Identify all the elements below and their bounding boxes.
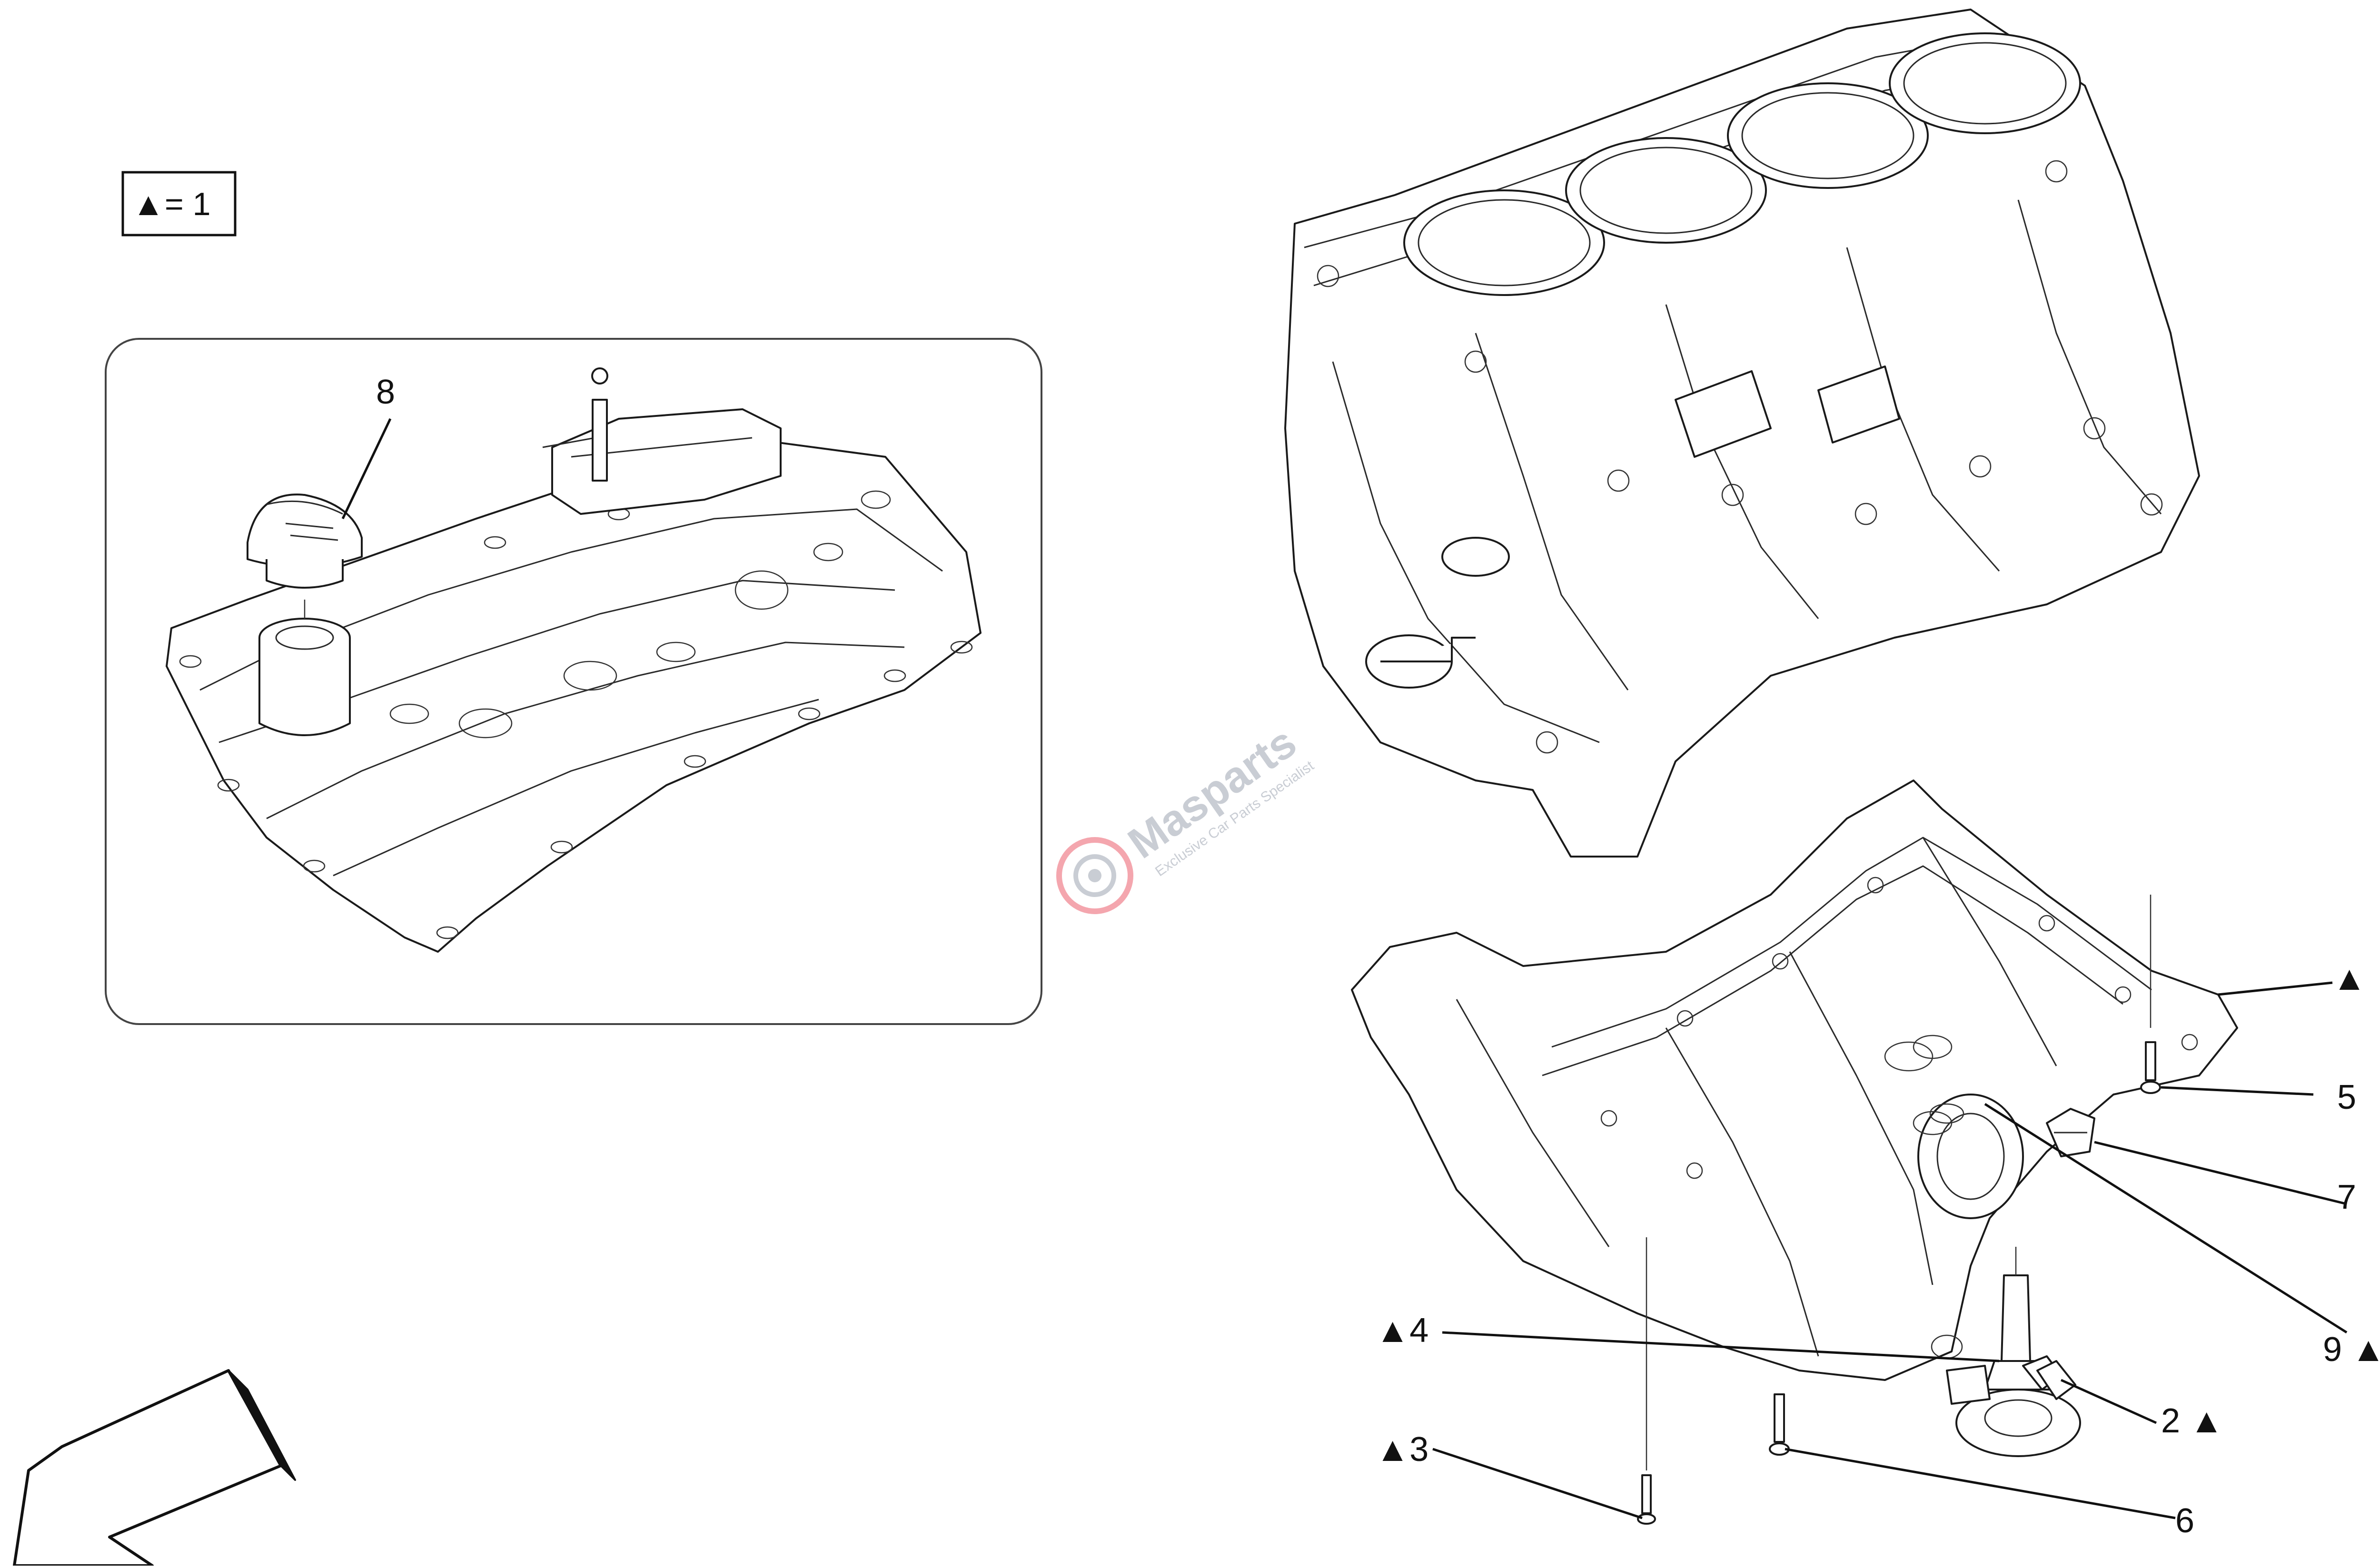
bolt-5	[2140, 895, 2161, 1094]
watermark: Masparts Exclusive Car Parts Specialist	[1056, 718, 1317, 914]
callout-7: 7	[2337, 1178, 2356, 1216]
bolt-6	[1769, 1393, 1790, 1456]
engine-block	[1284, 9, 2200, 858]
legend-text: = 1	[165, 186, 210, 222]
callout-2: 2 ▲	[2161, 1402, 2223, 1440]
valve-cover	[166, 367, 982, 953]
callout-triangle: ▲	[2332, 959, 2366, 997]
inset-panel	[105, 338, 1042, 1025]
callout-3: ▲3	[1376, 1430, 1428, 1469]
callout-4: ▲4	[1376, 1312, 1428, 1350]
callout-9: 9 ▲	[2323, 1331, 2380, 1369]
legend-box: ▲ = 1	[121, 171, 237, 237]
legend-marker: ▲	[132, 186, 164, 222]
callout-8: 8	[376, 373, 395, 411]
oil-sump	[1351, 779, 2238, 1381]
leader-lines	[341, 418, 2348, 1519]
oil-filler-cap	[247, 493, 363, 619]
callout-labels: 8 5 7 9 ▲ ▲4 ▲3 2 ▲ 6 ▲	[376, 373, 2380, 1540]
callout-6: 6	[2175, 1502, 2194, 1540]
watermark-logo-icon	[1056, 837, 1133, 914]
callout-5: 5	[2337, 1078, 2356, 1116]
pressure-switch-2	[2022, 1355, 2076, 1400]
direction-arrow-icon	[13, 1369, 296, 1567]
bolt-3	[1637, 1237, 1656, 1525]
